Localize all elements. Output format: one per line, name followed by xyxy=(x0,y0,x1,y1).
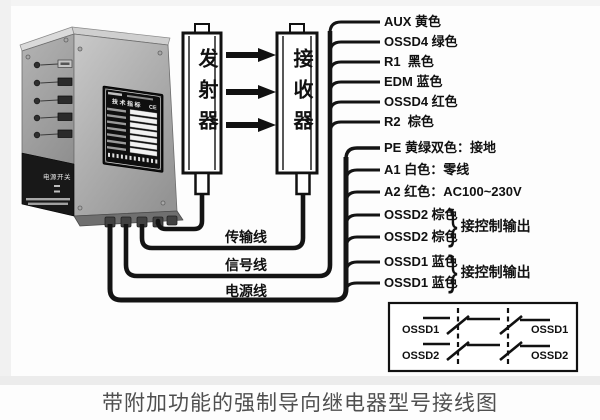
spec-plate: 技术指标 CE xyxy=(102,85,164,173)
led-label-tag xyxy=(57,129,73,138)
terminal-ticks xyxy=(108,152,158,164)
led-label-text-mark xyxy=(60,62,70,65)
beam-arrow xyxy=(226,48,276,62)
power-branches xyxy=(344,146,380,292)
branch-ossd1-2 xyxy=(344,281,380,292)
signal-cable xyxy=(123,31,333,279)
scan-edge-top xyxy=(0,0,600,6)
led-panel xyxy=(33,59,73,139)
switch-mark-off xyxy=(54,190,60,193)
power-cable xyxy=(107,157,349,303)
led-label-tag xyxy=(57,112,73,121)
led-row xyxy=(33,95,73,105)
led-row xyxy=(33,59,73,69)
wiring xyxy=(107,20,380,303)
beam-arrow xyxy=(226,85,276,99)
spec-plate-border xyxy=(105,88,161,170)
light-curtain-bars xyxy=(181,23,319,196)
led-row xyxy=(33,129,73,139)
branch-ossd4-green xyxy=(328,40,380,54)
led-label-tag xyxy=(57,95,73,104)
status-led xyxy=(33,79,41,87)
power-switch-panel xyxy=(21,152,75,217)
branch-a1 xyxy=(344,168,380,182)
led-pointer-line xyxy=(40,99,59,102)
transmission-cable-receiver xyxy=(139,195,306,251)
forced-guided-linkage xyxy=(456,308,510,364)
brand-text-mark xyxy=(108,91,122,97)
led-pointer-line xyxy=(40,116,59,119)
signal-branches xyxy=(328,20,380,134)
ossd1-blade-right xyxy=(499,314,523,336)
power-led xyxy=(33,61,41,69)
scan-edge-bottom xyxy=(0,376,600,385)
status-led xyxy=(33,114,41,122)
ossd2-blade-right xyxy=(499,340,523,362)
branch-pe xyxy=(344,146,380,160)
branch-r2 xyxy=(328,120,380,134)
led-label-tag xyxy=(57,77,73,86)
relay-box-frame xyxy=(387,301,579,373)
led-pointer-line xyxy=(40,63,59,66)
model-text-mark xyxy=(127,94,153,101)
branch-ossd1-1 xyxy=(344,260,380,274)
power-switch-area: 电源开关 xyxy=(21,152,75,217)
beam-arrow xyxy=(226,118,276,132)
branch-ossd2-2 xyxy=(344,235,380,249)
spec-rows xyxy=(107,107,158,157)
led-pointer-line xyxy=(40,133,59,136)
scan-edge-left xyxy=(0,0,11,384)
branch-ossd2-1 xyxy=(344,213,380,227)
relay-contact-box xyxy=(387,301,579,373)
branch-edm xyxy=(328,80,380,94)
status-led xyxy=(33,97,41,105)
branch-aux xyxy=(328,20,380,34)
company-text-line xyxy=(26,198,70,201)
power-switch-label: 电源开关 xyxy=(43,172,71,181)
receiver-connector xyxy=(295,171,311,196)
led-row xyxy=(33,77,73,87)
screws xyxy=(25,37,166,211)
ce-mark: CE xyxy=(149,104,157,111)
beam-arrows xyxy=(226,48,276,132)
transmitter-connector xyxy=(194,171,210,196)
led-row xyxy=(33,112,73,122)
controller-box: 电源开关 技术指标 CE xyxy=(19,26,184,228)
branch-ossd4-red xyxy=(328,100,380,114)
branch-a2 xyxy=(344,190,380,204)
company-text-line xyxy=(28,202,68,205)
status-led xyxy=(33,131,41,139)
branch-r1 xyxy=(328,60,380,74)
transmission-cable-transmitter xyxy=(155,195,205,232)
switch-mark-on xyxy=(54,185,60,187)
led-pointer-line xyxy=(40,81,59,84)
